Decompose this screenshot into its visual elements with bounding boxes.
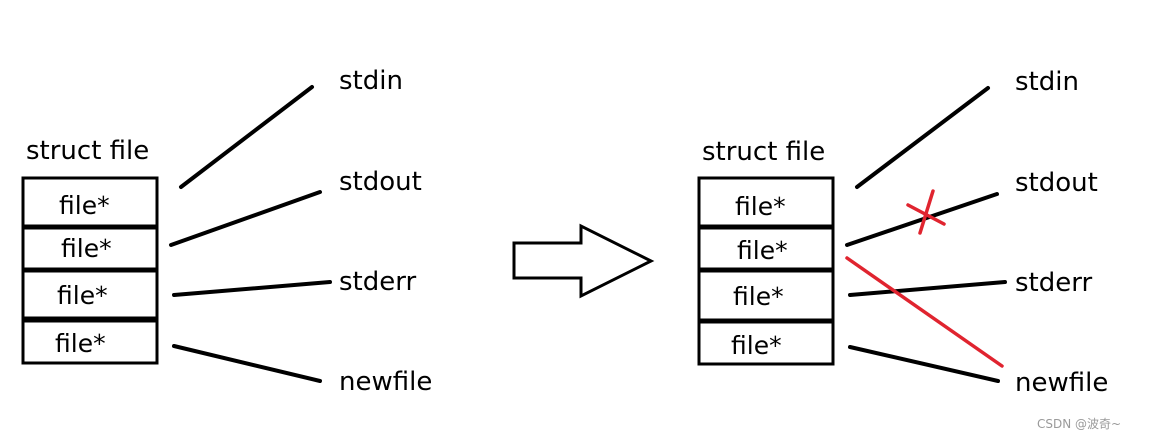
left-pointer-stdin bbox=[179, 85, 314, 189]
right-cell-box-2 bbox=[697, 269, 835, 322]
left-pointer-newfile bbox=[172, 344, 322, 383]
left-cell-box-1 bbox=[21, 226, 159, 271]
left-target-newfile: newfile bbox=[339, 367, 432, 397]
right-target-newfile: newfile bbox=[1015, 368, 1108, 398]
left-target-stdin: stdin bbox=[339, 66, 403, 96]
right-target-stderr: stderr bbox=[1015, 268, 1092, 298]
left-target-stderr: stderr bbox=[339, 267, 416, 297]
cross-out-mark-b bbox=[918, 189, 935, 235]
right-target-stdout: stdout bbox=[1015, 168, 1098, 198]
right-pointer-stdin bbox=[855, 86, 990, 189]
left-cell-box-3 bbox=[21, 319, 159, 365]
left-cell-0: file* bbox=[59, 191, 110, 220]
right-pointer-newfile bbox=[848, 345, 1000, 383]
right-cell-1: file* bbox=[737, 236, 788, 265]
right-cell-box-0 bbox=[697, 176, 835, 228]
right-table-title: struct file bbox=[702, 137, 825, 167]
right-cell-0: file* bbox=[735, 192, 786, 221]
redirect-pointer-newfile bbox=[845, 256, 1004, 368]
left-pointers bbox=[169, 85, 332, 383]
right-cell-2: file* bbox=[733, 282, 784, 311]
left-cell-1: file* bbox=[61, 234, 112, 263]
right-pointer-stderr bbox=[848, 280, 1007, 297]
left-target-stdout: stdout bbox=[339, 167, 422, 197]
left-pointer-stdout bbox=[169, 190, 322, 247]
right-cell-box-3 bbox=[697, 320, 835, 366]
right-cell-3: file* bbox=[731, 331, 782, 360]
watermark: CSDN @波奇~ bbox=[1037, 417, 1121, 431]
right-pointers bbox=[845, 86, 1007, 383]
transition-arrow bbox=[512, 223, 655, 299]
right-pointer-stdout bbox=[845, 192, 999, 247]
redirect-marks bbox=[845, 189, 1004, 368]
right-target-stdin: stdin bbox=[1015, 67, 1079, 97]
left-table-title: struct file bbox=[26, 136, 149, 166]
left-cell-3: file* bbox=[55, 329, 106, 358]
right-cell-box-1 bbox=[697, 226, 835, 271]
left-cell-box-0 bbox=[21, 176, 159, 228]
left-file-table: struct file file* file* file* file* bbox=[21, 136, 159, 365]
left-cell-2: file* bbox=[57, 281, 108, 310]
right-file-table: struct file file* file* file* file* bbox=[697, 137, 835, 366]
left-cell-box-2 bbox=[21, 269, 159, 320]
left-pointer-stderr bbox=[172, 280, 332, 297]
